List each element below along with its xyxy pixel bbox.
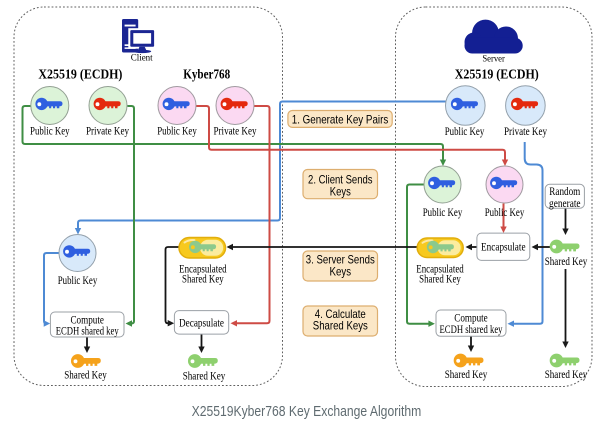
svg-text:Compute: Compute [70, 315, 104, 327]
svg-text:Kyber768: Kyber768 [183, 68, 230, 83]
svg-text:Public Key: Public Key [423, 207, 463, 219]
svg-text:Shared Key: Shared Key [182, 274, 224, 286]
svg-text:Private Key: Private Key [86, 125, 129, 137]
svg-text:X25519 (ECDH): X25519 (ECDH) [38, 68, 122, 83]
svg-text:Client: Client [131, 52, 153, 62]
svg-text:generate: generate [549, 198, 581, 210]
svg-text:Random: Random [549, 186, 580, 198]
svg-text:Public Key: Public Key [445, 126, 485, 138]
svg-text:Public Key: Public Key [157, 125, 197, 137]
svg-text:Shared Keys: Shared Keys [313, 319, 368, 333]
svg-text:Public Key: Public Key [58, 275, 98, 287]
svg-text:Server: Server [482, 54, 505, 64]
svg-text:Encapsulate: Encapsulate [481, 242, 526, 254]
svg-text:2. Client Sends: 2. Client Sends [308, 173, 373, 187]
svg-text:X25519Kyber768 Key Exchange Al: X25519Kyber768 Key Exchange Algorithm [192, 404, 422, 420]
svg-text:1. Generate Key Pairs: 1. Generate Key Pairs [292, 112, 389, 126]
svg-text:Shared Key: Shared Key [183, 370, 226, 382]
svg-text:Encapsulated: Encapsulated [416, 264, 464, 276]
svg-text:Shared Key: Shared Key [419, 274, 461, 286]
svg-text:Shared Key: Shared Key [545, 369, 588, 381]
svg-text:X25519 (ECDH): X25519 (ECDH) [455, 68, 539, 83]
svg-text:Compute: Compute [454, 313, 488, 325]
svg-text:Decapsulate: Decapsulate [179, 317, 224, 329]
svg-text:ECDH shared key: ECDH shared key [56, 325, 119, 337]
svg-text:Keys: Keys [330, 264, 352, 278]
svg-text:Public Key: Public Key [485, 207, 525, 219]
svg-text:Private Key: Private Key [504, 126, 547, 138]
svg-text:4. Calculate: 4. Calculate [315, 307, 366, 321]
svg-text:Public Key: Public Key [30, 125, 70, 137]
svg-text:Shared Key: Shared Key [445, 369, 488, 381]
svg-text:Keys: Keys [330, 184, 351, 198]
svg-text:Shared Key: Shared Key [64, 370, 107, 382]
svg-text:Private Key: Private Key [214, 125, 257, 137]
svg-text:3. Server Sends: 3. Server Sends [306, 253, 375, 267]
svg-text:ECDH shared key: ECDH shared key [440, 324, 503, 336]
svg-text:Encapsulated: Encapsulated [179, 264, 227, 276]
svg-text:Shared Key: Shared Key [545, 256, 588, 268]
